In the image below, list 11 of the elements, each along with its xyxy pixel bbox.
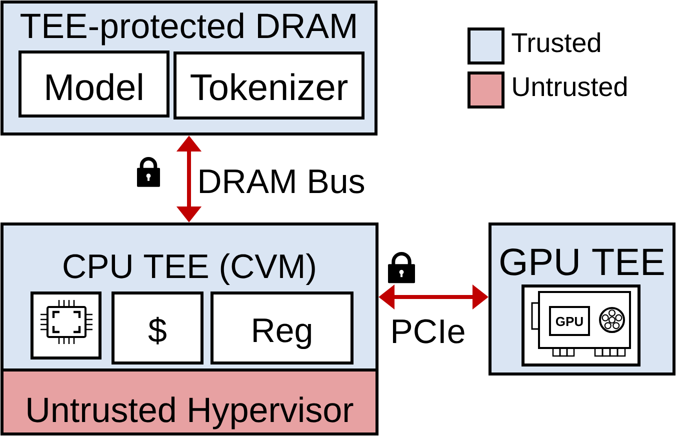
edge-label: DRAM Bus bbox=[200, 170, 364, 194]
component-box: $ bbox=[112, 292, 204, 364]
component-box: Tokenizer bbox=[174, 52, 364, 120]
component-box: Reg bbox=[210, 292, 354, 364]
legend-label: Untrusted bbox=[513, 76, 627, 96]
chip-label: GPU bbox=[556, 316, 583, 326]
component-box bbox=[30, 292, 102, 360]
edge-label: PCIe bbox=[393, 319, 464, 344]
hypervisor-band: Untrusted Hypervisor bbox=[0, 368, 378, 436]
legend-label: Trusted bbox=[512, 32, 600, 52]
component-box: Model bbox=[18, 50, 170, 118]
